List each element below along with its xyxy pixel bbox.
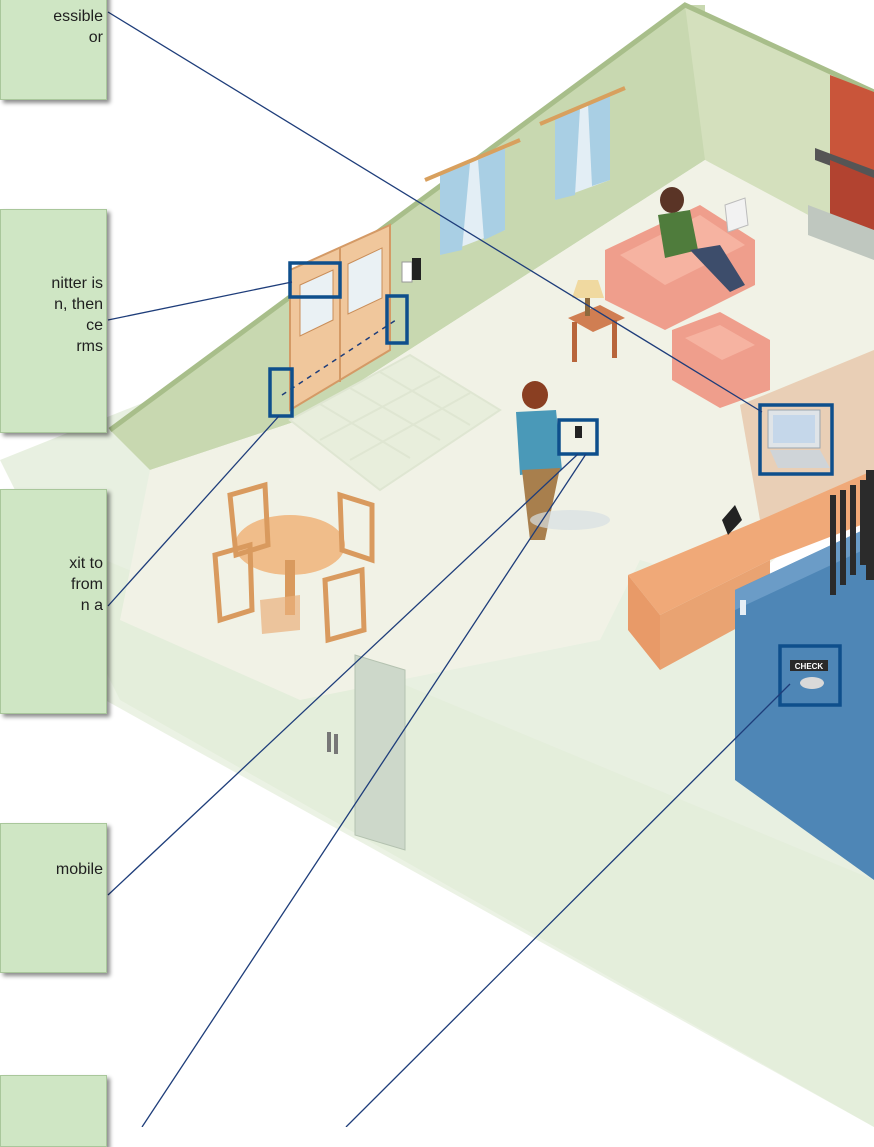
check-display: CHECK bbox=[790, 660, 828, 689]
callout-3-line-3: n a bbox=[80, 597, 103, 614]
tablet-device bbox=[722, 505, 742, 535]
callout-box-5 bbox=[0, 1075, 107, 1147]
nurse-with-phone bbox=[516, 381, 610, 540]
callout-1-line-2: or bbox=[88, 29, 103, 46]
callout-3-line-2: from bbox=[71, 576, 103, 593]
highlight-door-transmitter bbox=[288, 261, 342, 299]
highlight-door-sensor-left bbox=[268, 367, 294, 418]
callout-2-line-3: ce bbox=[86, 317, 103, 334]
armchair bbox=[672, 312, 770, 408]
lower-room-door bbox=[327, 654, 406, 851]
highlight-check-display bbox=[778, 644, 842, 707]
leader-line-5b bbox=[345, 683, 791, 1127]
side-table-lamp bbox=[568, 280, 625, 362]
callout-box-2: nitter is n, then ce rms bbox=[0, 209, 107, 433]
sofa-with-reader bbox=[605, 187, 755, 330]
callout-3-line-1: xit to bbox=[69, 555, 103, 572]
building-front-face bbox=[105, 560, 874, 1127]
callout-4-line-1: mobile bbox=[55, 861, 103, 878]
double-door bbox=[289, 223, 421, 412]
callout-box-3: xit to from n a bbox=[0, 489, 107, 714]
leader-line-3 bbox=[107, 415, 280, 607]
callout-box-4: mobile bbox=[0, 823, 107, 973]
floor-tiles bbox=[288, 353, 502, 492]
door-sensor-beam bbox=[281, 319, 397, 396]
window-right bbox=[539, 86, 626, 200]
callout-box-1: essible or bbox=[0, 0, 107, 100]
callout-2-line-2: n, then bbox=[54, 296, 103, 313]
leader-line-2 bbox=[107, 281, 293, 321]
fireplace bbox=[808, 75, 874, 260]
callout-2-line-4: rms bbox=[76, 338, 103, 355]
leader-lines bbox=[107, 11, 791, 1127]
callout-1-line-1: essible bbox=[53, 8, 103, 25]
highlight-boxes bbox=[268, 261, 842, 707]
highlight-door-sensor-right bbox=[385, 294, 409, 345]
callout-2-line-1: nitter is bbox=[51, 275, 103, 292]
computer bbox=[767, 409, 830, 468]
svg-text:CHECK: CHECK bbox=[795, 662, 824, 671]
nurse-station-desk bbox=[628, 350, 874, 880]
window-left bbox=[424, 138, 521, 255]
leader-line-4 bbox=[107, 453, 579, 896]
highlight-computer bbox=[758, 403, 834, 476]
leader-line-1 bbox=[107, 11, 763, 413]
handset-rack bbox=[830, 470, 874, 595]
dining-table-set bbox=[212, 481, 375, 644]
leader-line-5a bbox=[141, 453, 587, 1127]
